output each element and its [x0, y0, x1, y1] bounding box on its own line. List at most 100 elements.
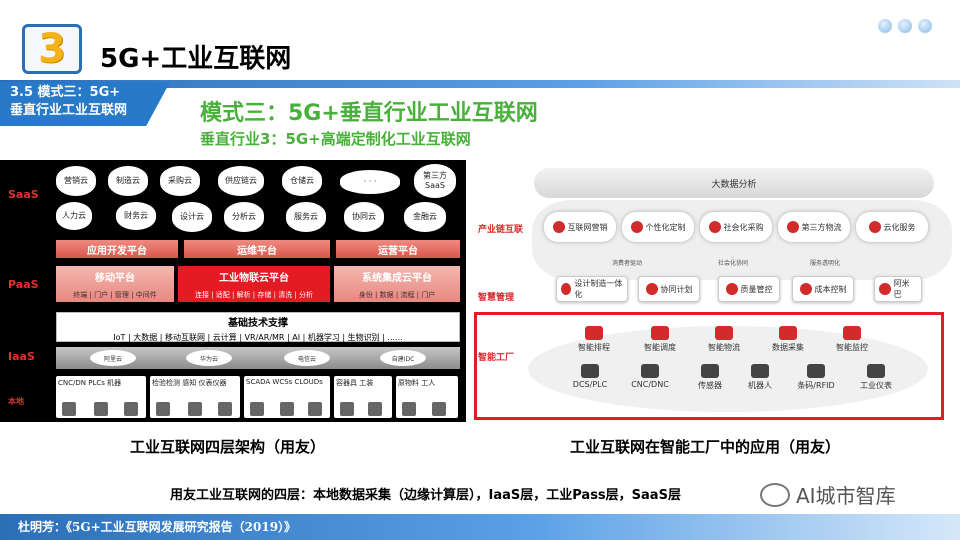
layer-label-paas: PaaS — [8, 278, 39, 291]
mgmt-card: 成本控制 — [792, 276, 854, 302]
factory-device-label: 传感器 — [698, 381, 722, 390]
big-data-banner: 大数据分析 — [534, 168, 934, 198]
layer-label-iaas: IaaS — [8, 350, 35, 363]
factory-device-label: CNC/DNC — [631, 380, 669, 389]
paas-box-sub: 身份 | 数据 | 流程 | 门户 — [334, 290, 460, 300]
paas-box-title: 移动平台 — [56, 269, 174, 284]
sensor-icon — [188, 402, 202, 416]
chain-note: 消费者驱动 — [612, 258, 642, 267]
inspection-icon — [156, 402, 170, 416]
chain-card: 个性化定制 — [622, 212, 694, 242]
saas-cloud-more: · · · — [340, 170, 400, 194]
paas-box-integration: 系统集成云平台 身份 | 数据 | 流程 | 门户 — [334, 266, 460, 302]
mode-subtitle: 垂直行业3：5G+高端定制化工业互联网 — [200, 128, 471, 149]
decor-dot-3-icon — [918, 19, 932, 33]
wechat-icon — [760, 483, 790, 507]
summary-note: 用友工业互联网的四层：本地数据采集（边缘计算层），IaaS层，工业Pass层，S… — [170, 484, 681, 503]
mgmt-card: 设计制造一体化 — [556, 276, 628, 302]
internet-marketing-icon — [553, 221, 565, 233]
iaas-strip: 阿里云 华为云 电信云 自建IDC — [56, 347, 460, 369]
robot-arm-icon — [124, 402, 138, 416]
mgmt-card-label: 阿米巴 — [894, 278, 917, 300]
factory-device: 机器人 — [732, 364, 788, 391]
section-number-box: 3 — [22, 24, 82, 74]
edge-box-scada: SCADA WCSs CLOUDs — [244, 376, 330, 418]
base-tech-support-box: 基础技术支撑 IoT | 大数据 | 移动互联网 | 云计算 | VR/AR/M… — [56, 312, 460, 342]
paas-bar-operations: 运营平台 — [336, 240, 460, 258]
edge-box-materials: 原物料 工人 — [396, 376, 458, 418]
scada-screen-icon — [250, 402, 264, 416]
left-caption: 工业互联网四层架构（用友） — [130, 436, 325, 457]
chain-card-label: 云化服务 — [884, 222, 916, 233]
smart-factory-diagram: 大数据分析 产业链互联 智慧管理 智能工厂 互联网营销 个性化定制 社会化采购 … — [470, 160, 960, 422]
paas-box-sub: 终端 | 门户 | 管理 | 中间件 — [56, 290, 174, 300]
cloud-server-icon — [308, 402, 322, 416]
factory-item-label: 智能排程 — [578, 343, 610, 352]
factory-item: 智能排程 — [566, 326, 622, 353]
chain-card-label: 社会化采购 — [724, 222, 764, 233]
edge-box-machines: CNC/DN PLCs 机器 — [56, 376, 146, 418]
mode-title: 模式三：5G+垂直行业工业互联网 — [200, 95, 538, 127]
saas-cloud: 人力云 — [56, 202, 92, 230]
iaas-cloud: 阿里云 — [90, 350, 136, 366]
paas-box-sub: 连接 | 适配 | 解析 | 存储 | 清洗 | 分析 — [178, 290, 330, 300]
factory-device: 传感器 — [682, 364, 738, 391]
layer-label-saas: SaaS — [8, 188, 39, 201]
factory-item: 智能监控 — [824, 326, 880, 353]
edge-box-label: CNC/DN PLCs 机器 — [58, 379, 121, 387]
paas-bar-app-dev: 应用开发平台 — [56, 240, 178, 258]
mgmt-card-label: 成本控制 — [815, 284, 847, 295]
page-title: 5G+工业互联网 — [100, 38, 291, 75]
gauge-icon — [867, 364, 885, 378]
factory-device: 条码/RFID — [788, 364, 844, 391]
customization-icon — [631, 221, 643, 233]
footer-source: 杜明芳：《5G+工业互联网发展研究报告（2019）》 — [18, 518, 296, 535]
section-tag-line1: 3.5 模式三：5G+ — [10, 84, 170, 102]
wcs-icon — [280, 402, 294, 416]
four-layer-architecture-diagram: SaaS PaaS IaaS 本地 营销云 制造云 采购云 供应链云 仓储云 ·… — [0, 160, 466, 422]
material-icon — [402, 402, 416, 416]
saas-cloud: 仓储云 — [282, 166, 322, 196]
chain-card-label: 个性化定制 — [646, 222, 686, 233]
paas-bar-ops: 运维平台 — [184, 240, 330, 258]
factory-device: 工业仪表 — [848, 364, 904, 391]
fixture-icon — [368, 402, 382, 416]
mgmt-card: 质量管控 — [718, 276, 780, 302]
saas-cloud: 第三方SaaS — [414, 164, 456, 198]
cloud-service-icon — [869, 221, 881, 233]
chain-card-label: 互联网营销 — [568, 222, 608, 233]
section-tag-line2: 垂直行业工业互联网 — [10, 102, 170, 120]
factory-item-label: 智能物流 — [708, 343, 740, 352]
amoeba-icon — [879, 283, 891, 295]
cnc-icon — [641, 364, 659, 378]
mgmt-card: 协同计划 — [638, 276, 700, 302]
label-smart-mgmt: 智慧管理 — [478, 290, 514, 303]
factory-item-label: 智能调度 — [644, 343, 676, 352]
paas-box-title: 系统集成云平台 — [334, 269, 460, 284]
mgmt-card: 阿米巴 — [874, 276, 922, 302]
decor-dot-2-icon — [898, 19, 912, 33]
mgmt-card-label: 设计制造一体化 — [574, 278, 623, 300]
chain-card: 第三方物流 — [778, 212, 850, 242]
layer-label-local: 本地 — [8, 396, 24, 407]
iaas-cloud: 自建IDC — [380, 350, 426, 366]
cost-icon — [800, 283, 812, 295]
saas-cloud: 采购云 — [160, 166, 200, 196]
factory-device-label: DCS/PLC — [573, 380, 607, 389]
quality-icon — [726, 283, 738, 295]
saas-cloud: 制造云 — [108, 166, 148, 196]
sensor-icon — [701, 364, 719, 378]
factory-device-label: 工业仪表 — [860, 381, 892, 390]
saas-cloud: 供应链云 — [218, 166, 264, 196]
cnc-machine-icon — [62, 402, 76, 416]
saas-cloud: 财务云 — [116, 202, 156, 230]
base-tech-title: 基础技术支撑 — [57, 314, 459, 329]
factory-device-label: 条码/RFID — [797, 381, 834, 390]
paas-box-iot-cloud: 工业物联云平台 连接 | 适配 | 解析 | 存储 | 清洗 | 分析 — [178, 266, 330, 302]
iaas-cloud: 华为云 — [186, 350, 232, 366]
paas-box-mobile: 移动平台 终端 | 门户 | 管理 | 中间件 — [56, 266, 174, 302]
logistics-truck-icon — [787, 221, 799, 233]
data-collection-icon — [779, 326, 797, 340]
factory-item: 智能物流 — [696, 326, 752, 353]
chain-note: 社会化协同 — [718, 258, 748, 267]
